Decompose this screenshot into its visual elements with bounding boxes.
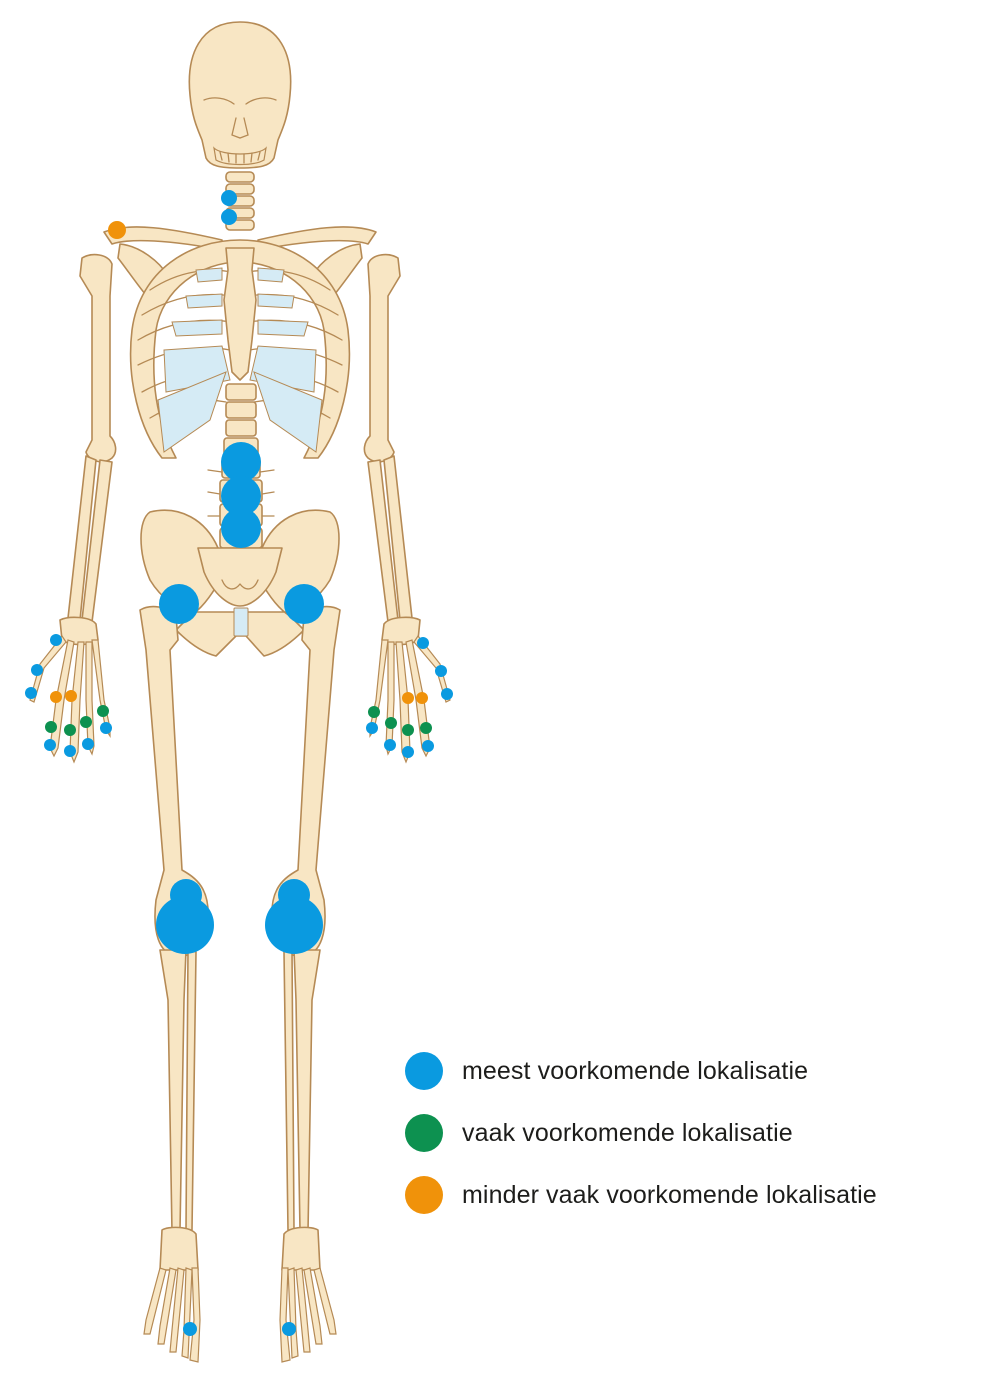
marker-knee-left-lower-icon: [265, 896, 323, 954]
marker-hip-left-icon: [284, 584, 324, 624]
joint-markers: [25, 190, 453, 1336]
marker-hand-left-mcp-3-icon: [402, 692, 414, 704]
marker-hand-right-mcp-3-icon: [65, 690, 77, 702]
marker-lumbar-spine-1-icon: [221, 442, 261, 482]
marker-hand-right-thumb-mcp-icon: [31, 664, 43, 676]
marker-cervical-spine-upper-icon: [221, 190, 237, 206]
arm-left: [363, 253, 413, 623]
marker-hand-left-thumb-ip-icon: [441, 688, 453, 700]
legend-item-most-common: meest voorkomende lokalisatie: [405, 1052, 877, 1090]
marker-lumbar-spine-3-icon: [221, 508, 261, 548]
leg-right: [139, 605, 209, 1363]
marker-hand-left-pip-5-icon: [368, 706, 380, 718]
hand-right: [29, 616, 111, 764]
marker-hand-right-pip-4-icon: [80, 716, 92, 728]
legend-label: meest voorkomende lokalisatie: [462, 1056, 809, 1085]
marker-hand-right-dip-3-icon: [64, 745, 76, 757]
skeleton-illustration: [29, 21, 451, 1363]
marker-hand-right-dip-4-icon: [82, 738, 94, 750]
marker-hand-right-pip-3-icon: [64, 724, 76, 736]
marker-hand-right-pip-2-icon: [45, 721, 57, 733]
marker-hip-right-icon: [159, 584, 199, 624]
skull: [188, 21, 292, 169]
marker-hand-left-dip-4-icon: [384, 739, 396, 751]
marker-acromioclavicular-right-icon: [108, 221, 126, 239]
marker-hand-left-dip-3-icon: [402, 746, 414, 758]
marker-lumbar-spine-2-icon: [221, 476, 261, 516]
marker-hand-left-pip-4-icon: [385, 717, 397, 729]
legend-label: minder vaak voorkomende lokalisatie: [462, 1180, 877, 1209]
legend-label: vaak voorkomende lokalisatie: [462, 1118, 793, 1147]
orange-dot-icon: [405, 1176, 443, 1214]
blue-dot-icon: [405, 1052, 443, 1090]
marker-toe-left-mtp1-icon: [282, 1322, 296, 1336]
marker-knee-right-lower-icon: [156, 896, 214, 954]
marker-hand-right-dip-5-icon: [100, 722, 112, 734]
marker-hand-left-mcp-2-icon: [416, 692, 428, 704]
marker-hand-right-pip-5-icon: [97, 705, 109, 717]
legend-item-often: vaak voorkomende lokalisatie: [405, 1114, 877, 1152]
arm-right: [67, 253, 117, 623]
marker-cervical-spine-lower-icon: [221, 209, 237, 225]
marker-toe-right-mtp1-icon: [183, 1322, 197, 1336]
leg-left: [271, 605, 341, 1363]
green-dot-icon: [405, 1114, 443, 1152]
marker-hand-right-thumb-ip-icon: [25, 687, 37, 699]
marker-hand-left-thumb-cmc-icon: [417, 637, 429, 649]
marker-hand-right-mcp-2-icon: [50, 691, 62, 703]
marker-hand-right-thumb-cmc-icon: [50, 634, 62, 646]
legend: meest voorkomende lokalisatie vaak voork…: [405, 1052, 877, 1238]
marker-hand-left-dip-2-icon: [422, 740, 434, 752]
legend-item-less-common: minder vaak voorkomende lokalisatie: [405, 1176, 877, 1214]
hand-left: [369, 616, 451, 764]
rib-cage: [129, 239, 351, 459]
marker-hand-right-dip-2-icon: [44, 739, 56, 751]
marker-hand-left-pip-2-icon: [420, 722, 432, 734]
marker-hand-left-pip-3-icon: [402, 724, 414, 736]
marker-hand-left-thumb-mcp-icon: [435, 665, 447, 677]
marker-hand-left-dip-5-icon: [366, 722, 378, 734]
